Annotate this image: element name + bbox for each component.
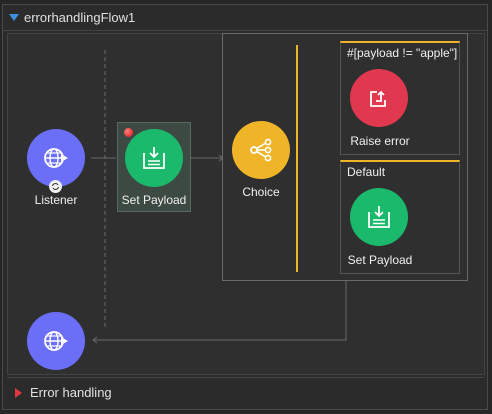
breakpoint-indicator[interactable] [124, 128, 133, 137]
set-payload-default-node[interactable] [350, 188, 408, 246]
set-payload-label: Set Payload [121, 193, 187, 207]
flow-title: errorhandlingFlow1 [24, 10, 136, 25]
arrow-return-to-listener [92, 336, 98, 344]
set-payload-default-label: Set Payload [347, 253, 413, 267]
error-handling-section[interactable]: Error handling [7, 377, 485, 407]
raise-error-icon [370, 90, 386, 107]
set-payload-icon [368, 206, 390, 228]
flow-header[interactable]: errorhandlingFlow1 [3, 5, 487, 31]
choice-branch-icon [250, 138, 272, 162]
listener-label: Listener [34, 193, 78, 207]
raise-error-label: Raise error [350, 134, 410, 148]
globe-arrow-icon [44, 148, 68, 168]
listener-response-node[interactable] [27, 312, 85, 370]
choice-label: Choice [242, 185, 280, 199]
choice-node[interactable] [232, 121, 290, 179]
globe-arrow-icon [44, 331, 68, 351]
collapse-triangle-icon[interactable] [9, 14, 19, 21]
set-payload-icon [143, 147, 165, 169]
connector-return-to-listener [94, 281, 347, 341]
sync-badge-icon [49, 180, 62, 193]
listener-node[interactable] [27, 129, 85, 187]
raise-error-node[interactable] [350, 69, 408, 127]
route-when-condition: #[payload != "apple"] [347, 46, 458, 60]
expand-triangle-icon[interactable] [15, 387, 22, 398]
route-default-label: Default [347, 165, 386, 179]
set-payload-node[interactable] [125, 129, 183, 187]
error-handling-label: Error handling [30, 385, 112, 400]
